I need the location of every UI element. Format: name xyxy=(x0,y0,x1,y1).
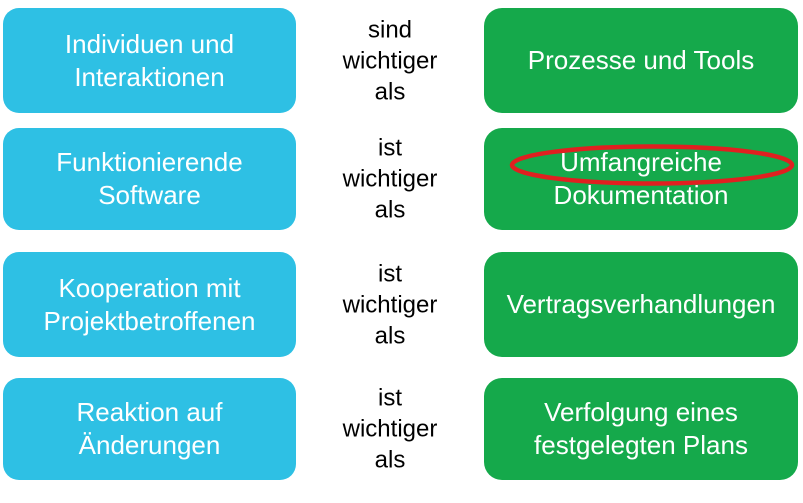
comparison-text-4: ist wichtiger als xyxy=(342,384,438,474)
manifesto-row-4: Reaktion auf Änderungen ist wichtiger al… xyxy=(0,378,803,480)
comparison-text-1: sind wichtiger als xyxy=(342,16,438,105)
agile-value-box-kooperation: Kooperation mit Projektbetroffenen xyxy=(3,252,296,357)
comparison-text-3: ist wichtiger als xyxy=(342,260,438,349)
comparison-text-2: ist wichtiger als xyxy=(342,134,438,224)
manifesto-row-1: Individuen und Interaktionen sind wichti… xyxy=(0,8,803,113)
traditional-value-box-prozesse: Prozesse und Tools xyxy=(484,8,798,113)
traditional-value-box-plan: Verfolgung eines festgelegten Plans xyxy=(484,378,798,480)
agile-value-box-reaktion: Reaktion auf Änderungen xyxy=(3,378,296,480)
traditional-value-box-dokumentation: Umfangreiche Dokumentation xyxy=(484,128,798,230)
manifesto-row-2: Funktionierende Software ist wichtiger a… xyxy=(0,128,803,230)
agile-value-box-individuen: Individuen und Interaktionen xyxy=(3,8,296,113)
agile-value-box-software: Funktionierende Software xyxy=(3,128,296,230)
manifesto-row-3: Kooperation mit Projektbetroffenen ist w… xyxy=(0,252,803,357)
traditional-value-box-vertrag: Vertragsverhandlungen xyxy=(484,252,798,357)
